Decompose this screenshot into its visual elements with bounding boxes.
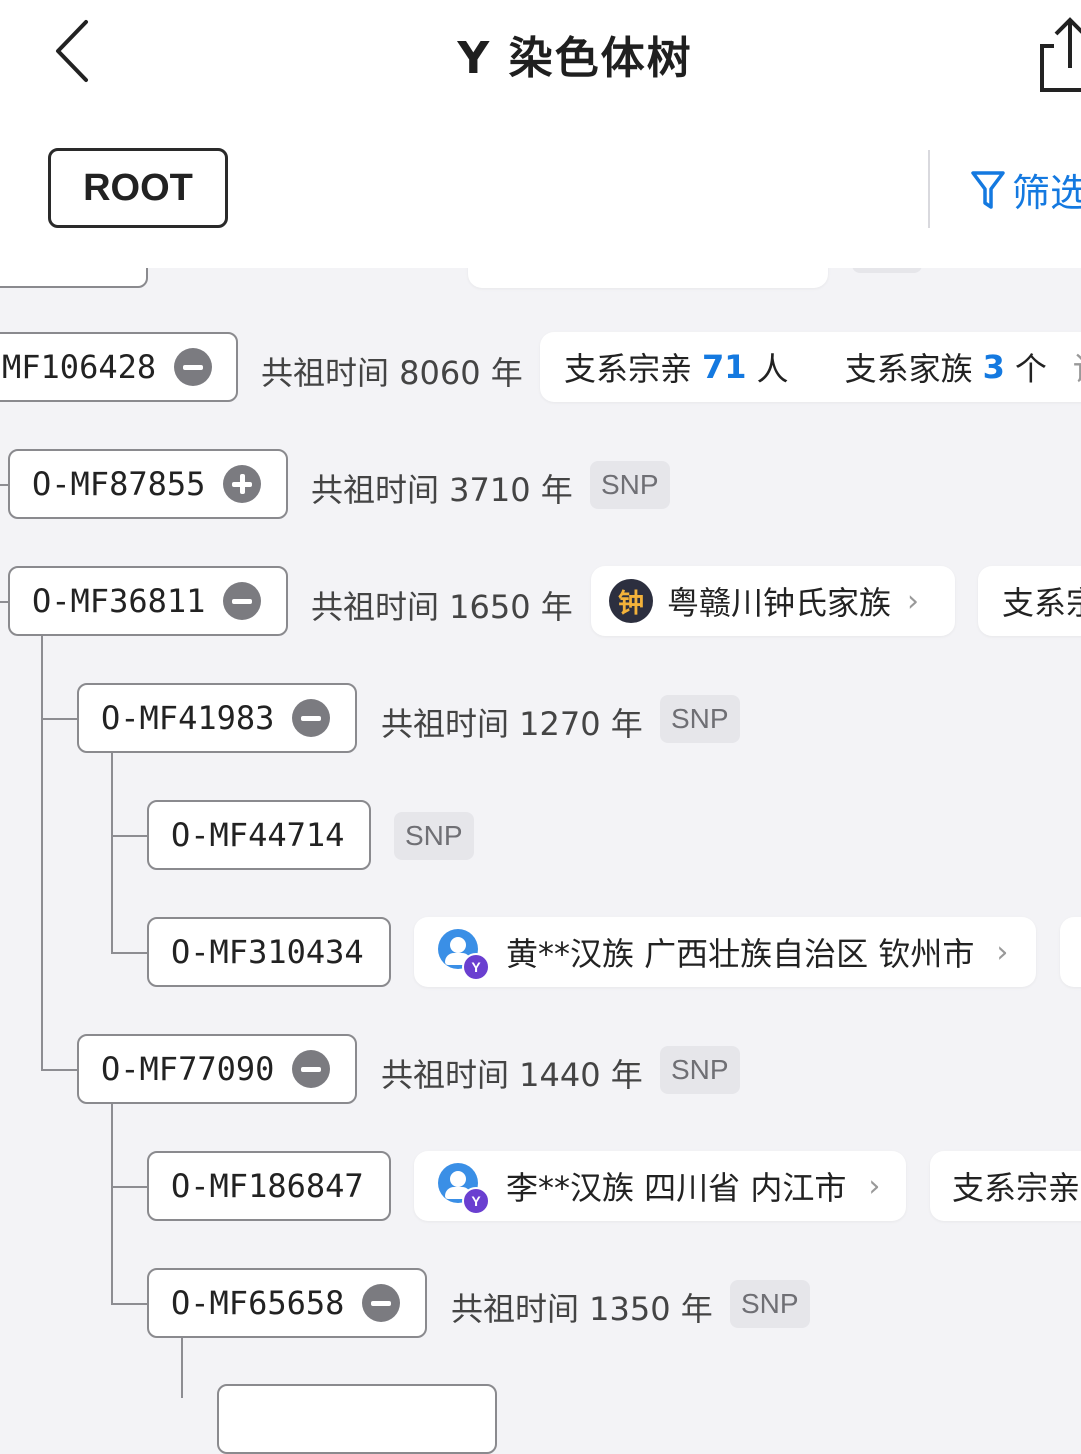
user-avatar-icon: Y	[438, 929, 490, 981]
tree-connector	[41, 718, 77, 720]
tree-node[interactable]: O-MF87855	[8, 449, 288, 519]
tmrca-text: 共祖时间 1350 年	[451, 1290, 713, 1328]
family-label: 支系家族	[844, 350, 973, 388]
branch-stats-card[interactable]: 支系宗亲 71 人 支系家族 3 个 详	[540, 332, 1081, 402]
chevron-right-icon: ›	[996, 934, 1009, 970]
kin-label: 支系宗亲	[952, 1169, 1081, 1207]
snp-tag: SNP	[394, 812, 474, 860]
tree-connector	[111, 1303, 147, 1305]
tree-connector	[111, 1186, 147, 1188]
tree-node[interactable]: MF106428	[0, 332, 238, 402]
user-avatar-icon: Y	[438, 1163, 490, 1215]
node-label: O-MF87855	[32, 465, 206, 503]
family-card[interactable]: 钟 粤赣川钟氏家族 ›	[591, 566, 955, 636]
collapse-icon[interactable]	[292, 1050, 331, 1088]
node-label: MF106428	[2, 348, 157, 386]
kin-label: 支系宗亲	[564, 350, 693, 388]
person-card[interactable]: Y 李**汉族 四川省 内江市 ›	[414, 1151, 906, 1221]
tmrca-text: 共祖时间 8060 年	[261, 354, 523, 392]
page-title: Y 染色体树	[457, 33, 693, 84]
expand-icon[interactable]	[223, 465, 262, 503]
filter-label: 筛选	[1012, 171, 1081, 215]
branch-stats-card[interactable]	[1060, 917, 1081, 987]
node-label: O-MF65658	[171, 1284, 345, 1322]
tree-node[interactable]: O-MF36811	[8, 566, 288, 636]
branch-stats-card[interactable]: 支系宗亲	[930, 1151, 1081, 1221]
node-label: O-MF44714	[171, 816, 345, 854]
collapse-icon[interactable]	[292, 699, 331, 737]
back-arrow-icon[interactable]	[48, 18, 98, 84]
detail-link[interactable]: 详	[1073, 344, 1081, 390]
tree-connector	[111, 1104, 113, 1304]
chevron-right-icon: ›	[868, 1168, 881, 1204]
filter-button[interactable]: 筛选	[970, 162, 1081, 217]
root-button[interactable]: ROOT	[48, 148, 228, 228]
tmrca-text: 共祖时间 1650 年	[311, 588, 573, 626]
tmrca-text: 共祖时间 1440 年	[381, 1056, 643, 1094]
snp-tag: SNP	[730, 1280, 810, 1328]
tree-connector	[181, 1338, 183, 1398]
tree-connector	[41, 636, 43, 1070]
kin-label: 支系宗	[1002, 584, 1081, 622]
tree-node[interactable]: O-MF41983	[77, 683, 357, 753]
snp-tag: SNP	[660, 1046, 740, 1094]
tree-node[interactable]: O-MF65658	[147, 1268, 427, 1338]
tree-connector	[111, 952, 147, 954]
share-icon[interactable]	[1034, 10, 1081, 94]
kin-unit: 人	[756, 350, 789, 388]
collapse-icon[interactable]	[223, 582, 262, 620]
node-label: O-MF36811	[32, 582, 206, 620]
tree-connector	[41, 1069, 77, 1071]
family-unit: 个	[1014, 350, 1047, 388]
tree-node[interactable]: O-MF77090	[77, 1034, 357, 1104]
chevron-right-icon: ›	[907, 583, 920, 619]
tree-node[interactable]: O-MF186847	[147, 1151, 391, 1221]
tree-connector	[111, 753, 113, 953]
node-label: O-MF77090	[101, 1050, 275, 1088]
snp-tag: SNP	[660, 695, 740, 743]
kin-count: 71	[702, 348, 747, 386]
header: Y 染色体树 ROOT 筛选	[0, 0, 1081, 268]
filter-icon	[971, 170, 1005, 209]
node-label: O-MF41983	[101, 699, 275, 737]
family-icon: 钟	[609, 579, 653, 623]
snp-tag: SNP	[590, 461, 670, 509]
tmrca-text: 共祖时间 1270 年	[381, 705, 643, 743]
tmrca-text: 共祖时间 3710 年	[311, 471, 573, 509]
collapse-icon[interactable]	[362, 1284, 401, 1322]
tree-node[interactable]: O-MF44714	[147, 800, 371, 870]
divider	[928, 150, 930, 228]
tree-connector	[0, 601, 8, 603]
person-card[interactable]: Y 黄**汉族 广西壮族自治区 钦州市 ›	[414, 917, 1036, 987]
tree-node-partial[interactable]	[217, 1384, 497, 1454]
node-label: O-MF310434	[171, 933, 364, 971]
node-label: O-MF186847	[171, 1167, 364, 1205]
collapse-icon[interactable]	[174, 348, 213, 386]
person-info: 李**汉族 四川省 内江市	[506, 1169, 847, 1207]
family-name: 粤赣川钟氏家族	[667, 584, 892, 622]
person-info: 黄**汉族 广西壮族自治区 钦州市	[506, 935, 975, 973]
branch-stats-card[interactable]: 支系宗	[978, 566, 1081, 636]
tree-node[interactable]: O-MF310434	[147, 917, 391, 987]
tree-connector	[0, 484, 8, 486]
tree-connector	[111, 835, 147, 837]
family-count: 3	[982, 348, 1005, 386]
